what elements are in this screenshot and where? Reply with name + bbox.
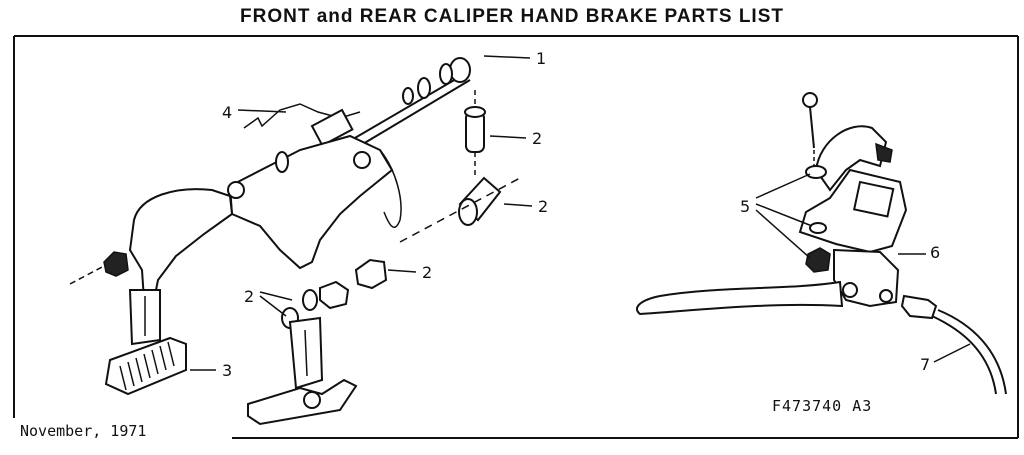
leader-4 bbox=[237, 109, 287, 113]
caliper-brake-assembly bbox=[69, 57, 521, 426]
frame-lines bbox=[13, 35, 1019, 439]
leader-2-low bbox=[387, 269, 417, 273]
callout-4: 4 bbox=[222, 103, 232, 122]
callout-7: 7 bbox=[920, 355, 930, 374]
leader-7 bbox=[933, 343, 971, 363]
callouts: 1 2 2 2 2 3 4 5 6 7 bbox=[190, 49, 971, 380]
page-title: FRONT and REAR CALIPER HAND BRAKE PARTS … bbox=[240, 6, 784, 27]
callout-1: 1 bbox=[536, 49, 546, 68]
leader-2-top bbox=[489, 135, 527, 139]
leader-5-a bbox=[755, 173, 811, 199]
callout-6: 6 bbox=[930, 243, 940, 262]
callout-2-top: 2 bbox=[532, 129, 542, 148]
leader-1 bbox=[483, 55, 531, 59]
callout-3: 3 bbox=[222, 361, 232, 380]
callout-2-left: 2 bbox=[244, 287, 254, 306]
figure-code: F473740 A3 bbox=[772, 397, 873, 415]
leader-5-b bbox=[755, 203, 813, 227]
hand-lever-assembly bbox=[635, 92, 1007, 395]
callout-2-mid: 2 bbox=[538, 197, 548, 216]
leader-2-mid bbox=[503, 203, 533, 207]
leader-5-c bbox=[755, 209, 811, 259]
footer-date: November, 1971 bbox=[20, 422, 147, 440]
leader-2-left-a bbox=[259, 291, 293, 301]
callout-5: 5 bbox=[740, 197, 750, 216]
callout-2-low: 2 bbox=[422, 263, 432, 282]
leader-2-left-b bbox=[259, 295, 287, 317]
